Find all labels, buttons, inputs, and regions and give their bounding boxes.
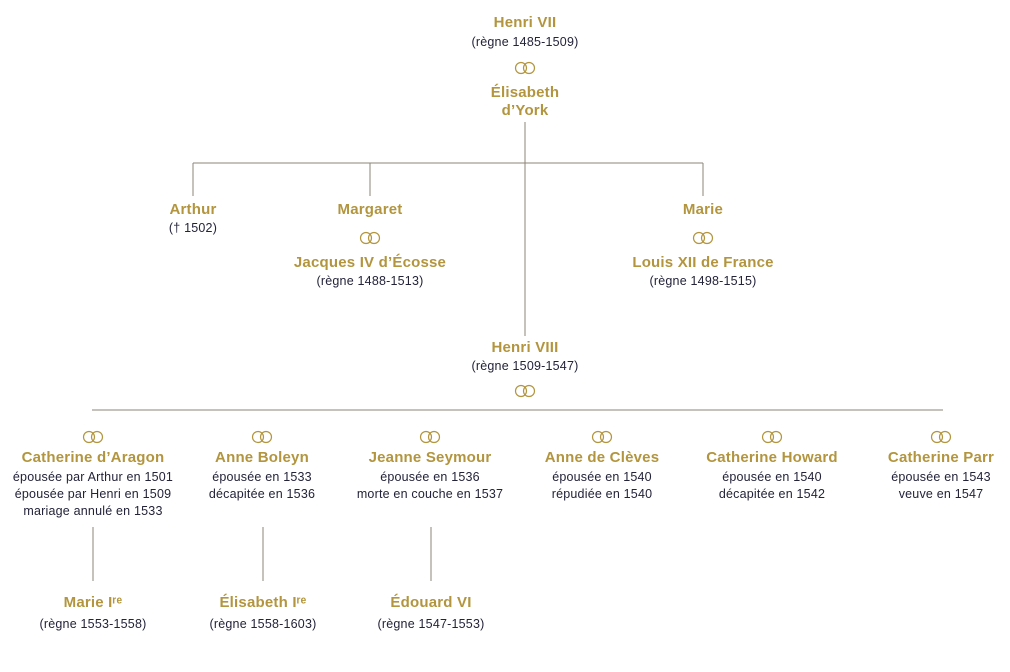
event-line: épousée en 1540 [552, 470, 652, 484]
marriage-rings-icon [357, 231, 383, 245]
person-name-henri-viii: Henri VIII [491, 339, 559, 356]
event-line: répudiée en 1540 [551, 487, 653, 501]
person-name-marie-ire: Marie Iʳᵉ [63, 594, 123, 611]
event-line: décapitée en 1542 [718, 487, 826, 501]
person-name-elisabeth-york-line1: Élisabeth [490, 84, 560, 101]
person-name-catherine-parr: Catherine Parr [887, 449, 995, 466]
event-line: épousée en 1543 [891, 470, 991, 484]
person-name-anne-boleyn: Anne Boleyn [215, 449, 309, 466]
marriage-rings-icon [249, 430, 275, 444]
marriage-rings-icon [690, 231, 716, 245]
person-name-henri-vii: Henri VII [493, 14, 557, 31]
person-reign-jacques-iv: (règne 1488-1513) [316, 274, 424, 288]
event-line: décapitée en 1536 [208, 487, 316, 501]
person-name-catherine-aragon: Catherine d’Aragon [21, 449, 165, 466]
person-reign-marie-ire: (règne 1553-1558) [39, 617, 147, 631]
person-reign-edouard-vi: (règne 1547-1553) [377, 617, 485, 631]
person-name-margaret: Margaret [337, 201, 403, 218]
marriage-rings-icon [417, 430, 443, 444]
person-name-elisabeth-ire: Élisabeth Iʳᵉ [219, 594, 307, 611]
person-name-jeanne-seymour: Jeanne Seymour [368, 449, 492, 466]
marriage-rings-icon [589, 430, 615, 444]
event-line: épousée par Arthur en 1501 [12, 470, 174, 484]
person-name-elisabeth-york-line2: d’York [501, 102, 549, 119]
event-line: morte en couche en 1537 [356, 487, 504, 501]
marriage-rings-icon [80, 430, 106, 444]
event-line: veuve en 1547 [898, 487, 984, 501]
person-reign-louis-xii: (règne 1498-1515) [649, 274, 757, 288]
event-line: mariage annulé en 1533 [23, 504, 163, 518]
person-name-edouard-vi: Édouard VI [390, 594, 472, 611]
person-name-catherine-howard: Catherine Howard [706, 449, 838, 466]
event-line: épousée en 1533 [212, 470, 312, 484]
person-reign-henri-vii: (règne 1485-1509) [471, 35, 579, 49]
marriage-rings-icon [928, 430, 954, 444]
event-line: épousée par Henri en 1509 [14, 487, 172, 501]
person-reign-henri-viii: (règne 1509-1547) [471, 359, 579, 373]
person-reign-elisabeth-ire: (règne 1558-1603) [209, 617, 317, 631]
event-line: épousée en 1536 [380, 470, 480, 484]
person-name-marie-tudor: Marie [682, 201, 724, 218]
person-death-arthur: († 1502) [168, 221, 218, 235]
person-name-jacques-iv: Jacques IV d’Écosse [293, 254, 447, 271]
person-name-anne-cleves: Anne de Clèves [544, 449, 660, 466]
marriage-rings-icon [512, 384, 538, 398]
person-name-arthur: Arthur [169, 201, 217, 218]
person-name-louis-xii: Louis XII de France [632, 254, 774, 271]
event-line: épousée en 1540 [722, 470, 822, 484]
marriage-rings-icon [759, 430, 785, 444]
marriage-rings-icon [512, 61, 538, 75]
